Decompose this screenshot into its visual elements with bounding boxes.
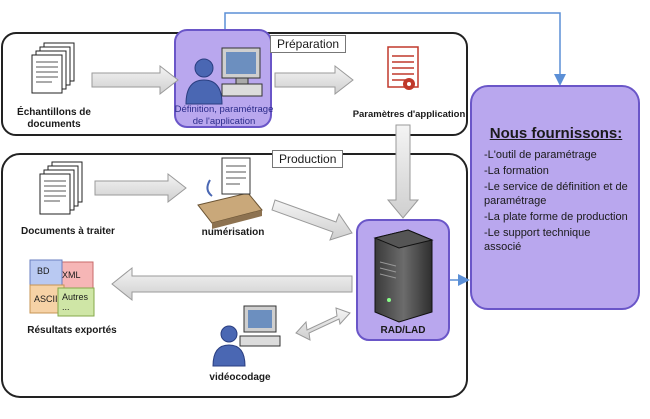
section-title-preparation: Préparation	[270, 35, 347, 53]
label-radlad: RAD/LAD	[380, 325, 426, 336]
arrow-videocodage-radlad	[295, 307, 351, 341]
list-item: -L'outil de paramétrage	[484, 149, 597, 161]
list-item: -Le support technique associé	[484, 227, 591, 253]
scanner-icon	[197, 157, 263, 229]
arrow-parametres-to-radlad	[386, 124, 420, 219]
document-stack-icon	[31, 42, 75, 94]
label-definition: Définition, paramétrage de l'application	[174, 104, 274, 127]
arrow-definition-to-parametres	[274, 64, 354, 96]
label-echantillons: Échantillons de documents	[17, 107, 91, 130]
server-icon	[373, 229, 434, 323]
arrow-radlad-to-resultats	[111, 266, 353, 302]
arrow-echantillons-to-definition	[91, 64, 179, 96]
panel-title: Nous fournissons:	[489, 125, 623, 142]
arrow-numerisation-to-radlad	[271, 199, 353, 241]
document-stack-icon	[39, 161, 83, 215]
list-item: -La plate forme de production	[484, 211, 628, 223]
services-panel: Nous fournissons: -L'outil de paramétrag…	[470, 85, 640, 310]
arrow-documents-to-numerisation	[94, 172, 187, 204]
label-documents: Documents à traiter	[21, 226, 115, 237]
label-numerisation: numérisation	[201, 227, 265, 238]
export-format-xml: XML	[62, 270, 81, 280]
export-results-icon	[29, 259, 95, 317]
export-format-autres: Autres ...	[62, 292, 89, 312]
videocoding-workstation-icon	[212, 305, 281, 367]
services-list: -L'outil de paramétrage -La formation -L…	[484, 148, 628, 254]
parameters-document-icon	[387, 46, 419, 90]
list-item: -La formation	[484, 165, 549, 177]
section-title-production: Production	[272, 150, 344, 168]
label-parametres: Paramètres d'application	[352, 109, 466, 120]
label-resultats: Résultats exportés	[27, 325, 117, 336]
export-format-bd: BD	[37, 266, 50, 276]
label-videocodage: vidéocodage	[209, 372, 271, 383]
list-item: -Le service de définition et de paramétr…	[484, 181, 628, 207]
user-computer-icon	[185, 47, 263, 105]
connector-line	[224, 12, 566, 86]
export-format-ascii: ASCII	[34, 294, 58, 304]
